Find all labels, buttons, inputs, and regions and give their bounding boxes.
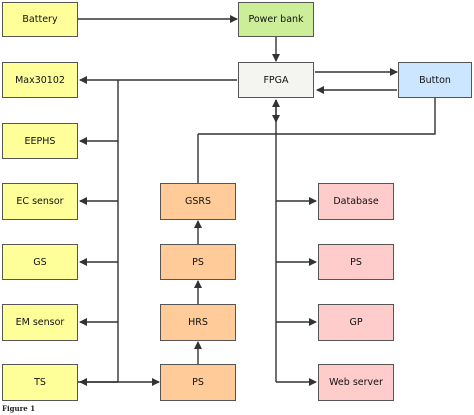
node-em-sensor: EM sensor xyxy=(2,304,78,341)
node-gp-label: GP xyxy=(349,317,363,328)
node-gsrs: GSRS xyxy=(160,183,236,220)
node-web-server: Web server xyxy=(318,364,394,401)
node-ts-label: TS xyxy=(34,377,46,388)
node-battery: Battery xyxy=(2,2,78,37)
node-ts: TS xyxy=(2,364,78,401)
node-database-label: Database xyxy=(333,196,379,207)
node-hrs: HRS xyxy=(160,304,236,341)
figure-caption: Figure 1 xyxy=(2,404,36,413)
node-em-sensor-label: EM sensor xyxy=(15,317,65,328)
node-database: Database xyxy=(318,183,394,220)
node-ps-bottom-label: PS xyxy=(192,377,204,388)
node-power-bank-label: Power bank xyxy=(248,14,304,25)
node-ps-right-label: PS xyxy=(350,256,362,268)
node-gp: GP xyxy=(318,304,394,341)
connector-button-line xyxy=(198,98,436,135)
node-eephs: EEPHS xyxy=(2,123,78,159)
node-web-server-label: Web server xyxy=(329,377,383,388)
node-max30102-label: Max30102 xyxy=(15,74,65,86)
node-eephs-label: EEPHS xyxy=(24,135,56,147)
node-ps-right: PS xyxy=(318,244,394,280)
node-button: Button xyxy=(398,62,472,98)
node-max30102: Max30102 xyxy=(2,62,78,98)
node-button-label: Button xyxy=(419,74,451,86)
node-gs-label: GS xyxy=(33,256,47,268)
node-battery-label: Battery xyxy=(22,14,58,25)
node-power-bank: Power bank xyxy=(238,2,314,37)
node-gsrs-label: GSRS xyxy=(184,196,212,207)
node-fpga-label: FPGA xyxy=(263,74,289,86)
node-fpga: FPGA xyxy=(238,62,314,98)
node-ps-mid-label: PS xyxy=(192,256,204,268)
node-ec-sensor: EC sensor xyxy=(2,183,78,220)
node-ps-mid: PS xyxy=(160,244,236,280)
node-ec-sensor-label: EC sensor xyxy=(16,196,64,207)
node-gs: GS xyxy=(2,244,78,280)
node-ps-bottom: PS xyxy=(160,364,236,401)
node-hrs-label: HRS xyxy=(188,317,208,328)
